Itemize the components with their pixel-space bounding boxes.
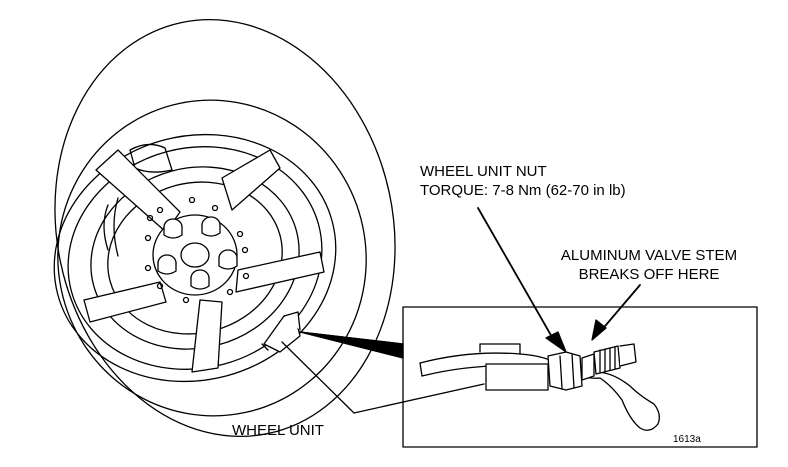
figure-id: 1613a	[673, 434, 701, 445]
stem-label-line2: BREAKS OFF HERE	[578, 266, 720, 283]
lug-nuts	[158, 217, 237, 289]
brake-caliper	[104, 144, 172, 256]
detail-valve-stem	[582, 344, 636, 380]
nut-label-line1: WHEEL UNIT NUT	[420, 163, 547, 180]
nut-pointer-arrow	[478, 208, 566, 352]
stem-label-line1: ALUMINUM VALVE STEM	[560, 247, 738, 264]
wheel-unit-label: WHEEL UNIT	[232, 422, 324, 439]
tire	[17, 0, 433, 467]
nut-torque-line: TORQUE: 7-8 Nm (62-70 in lb)	[420, 182, 626, 199]
valve-stem-label: ALUMINUM VALVE STEM BREAKS OFF HERE	[531, 246, 767, 284]
stem-pointer-arrow	[592, 285, 640, 340]
detail-nut	[548, 352, 582, 390]
wheel-unit-leader	[282, 342, 484, 413]
detail-box	[403, 307, 757, 447]
callout-wedge	[300, 332, 403, 358]
wheel-unit-small	[262, 312, 300, 352]
detail-wheel-unit	[486, 364, 548, 390]
wheel-unit-nut-label: WHEEL UNIT NUT TORQUE: 7-8 Nm (62-70 in …	[420, 162, 626, 200]
rim-holes	[146, 198, 249, 303]
